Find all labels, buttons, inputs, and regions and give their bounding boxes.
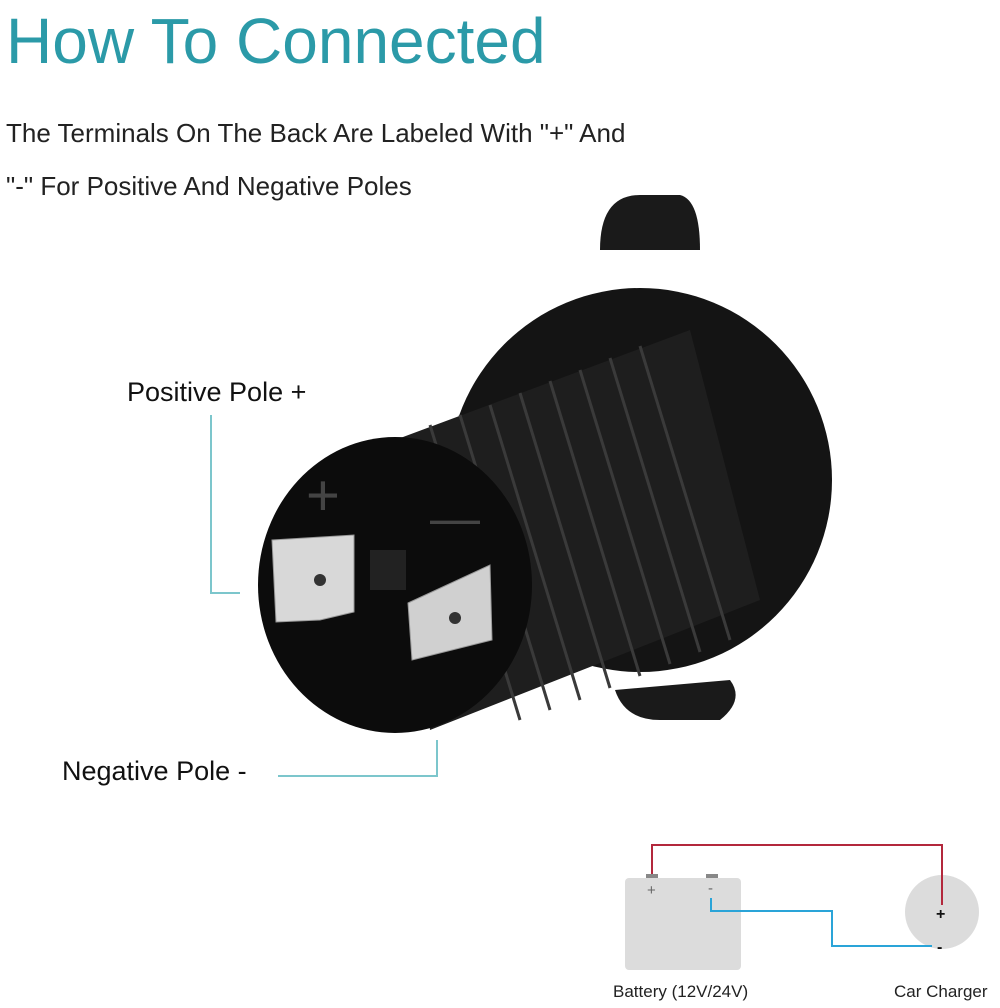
battery-plus: + xyxy=(647,882,656,899)
car-charger-label: Car Charger xyxy=(894,982,988,1001)
negative-pole-label: Negative Pole - xyxy=(62,756,247,786)
battery-label: Battery (12V/24V) xyxy=(613,982,749,1001)
subtitle-line-2: "-" For Positive And Negative Poles xyxy=(6,171,412,201)
positive-pole-label: Positive Pole + xyxy=(127,377,307,407)
car-charger-icon xyxy=(905,875,979,949)
charger-plus: + xyxy=(936,906,945,923)
negative-wire xyxy=(710,898,932,947)
subtitle-line-1: The Terminals On The Back Are Labeled Wi… xyxy=(6,118,626,148)
charger-minus: - xyxy=(937,939,942,956)
positive-leader-line xyxy=(210,415,240,594)
battery-minus: - xyxy=(708,880,713,897)
positive-wire xyxy=(651,844,943,905)
battery-icon xyxy=(625,878,741,970)
socket-minus-mark: — xyxy=(430,490,480,546)
negative-terminal xyxy=(407,564,493,661)
positive-terminal xyxy=(271,534,355,623)
page-title: How To Connected xyxy=(6,5,546,77)
socket-plus-mark: + xyxy=(306,463,340,528)
negative-leader-line xyxy=(278,740,438,777)
